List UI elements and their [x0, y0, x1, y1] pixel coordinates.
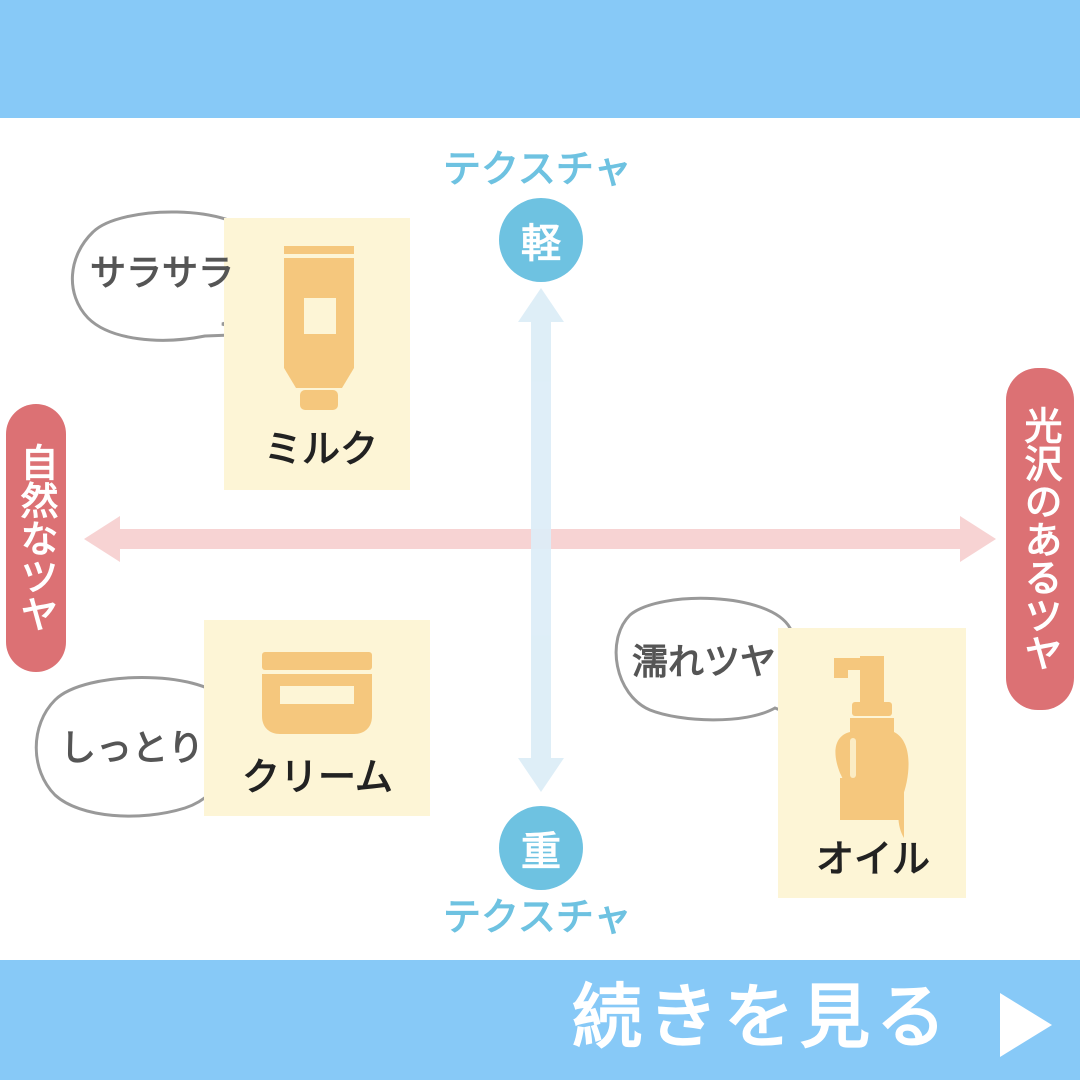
play-arrow-icon[interactable] [1000, 993, 1052, 1057]
product-label-milk: ミルク [264, 427, 379, 471]
top-banner [0, 0, 1080, 118]
read-more-banner[interactable] [0, 960, 1080, 1080]
tube-icon [284, 246, 354, 410]
vertical-axis-bottom-label: テクスチャ [443, 895, 632, 939]
bubble-text-milk: サラサラ [90, 253, 235, 294]
bubble-text-oil: 濡れツヤ [632, 642, 777, 683]
product-label-oil: オイル [816, 837, 931, 881]
glossy-shine-label: 光沢のあるツヤ [1006, 368, 1074, 710]
bubble-text-cream: しっとり [60, 728, 205, 769]
heavy-circle-badge: 重 [499, 806, 583, 890]
product-card-cream: クリーム [204, 620, 430, 816]
jar-icon [262, 652, 372, 734]
speech-bubble-milk [70, 210, 268, 342]
read-more-label[interactable]: 続きを見る [572, 976, 952, 1058]
vertical-axis-arrow [518, 288, 564, 792]
product-label-cream: クリーム [242, 755, 393, 799]
natural-gloss-label: 自然なツヤ [6, 404, 66, 672]
pump-bottle-icon [834, 656, 909, 838]
product-card-oil: オイル [778, 628, 966, 898]
speech-bubble-cream [34, 676, 249, 818]
light-circle-badge: 軽 [499, 198, 583, 282]
vertical-axis-top-label: テクスチャ [443, 147, 632, 191]
product-card-milk: ミルク [224, 218, 410, 490]
